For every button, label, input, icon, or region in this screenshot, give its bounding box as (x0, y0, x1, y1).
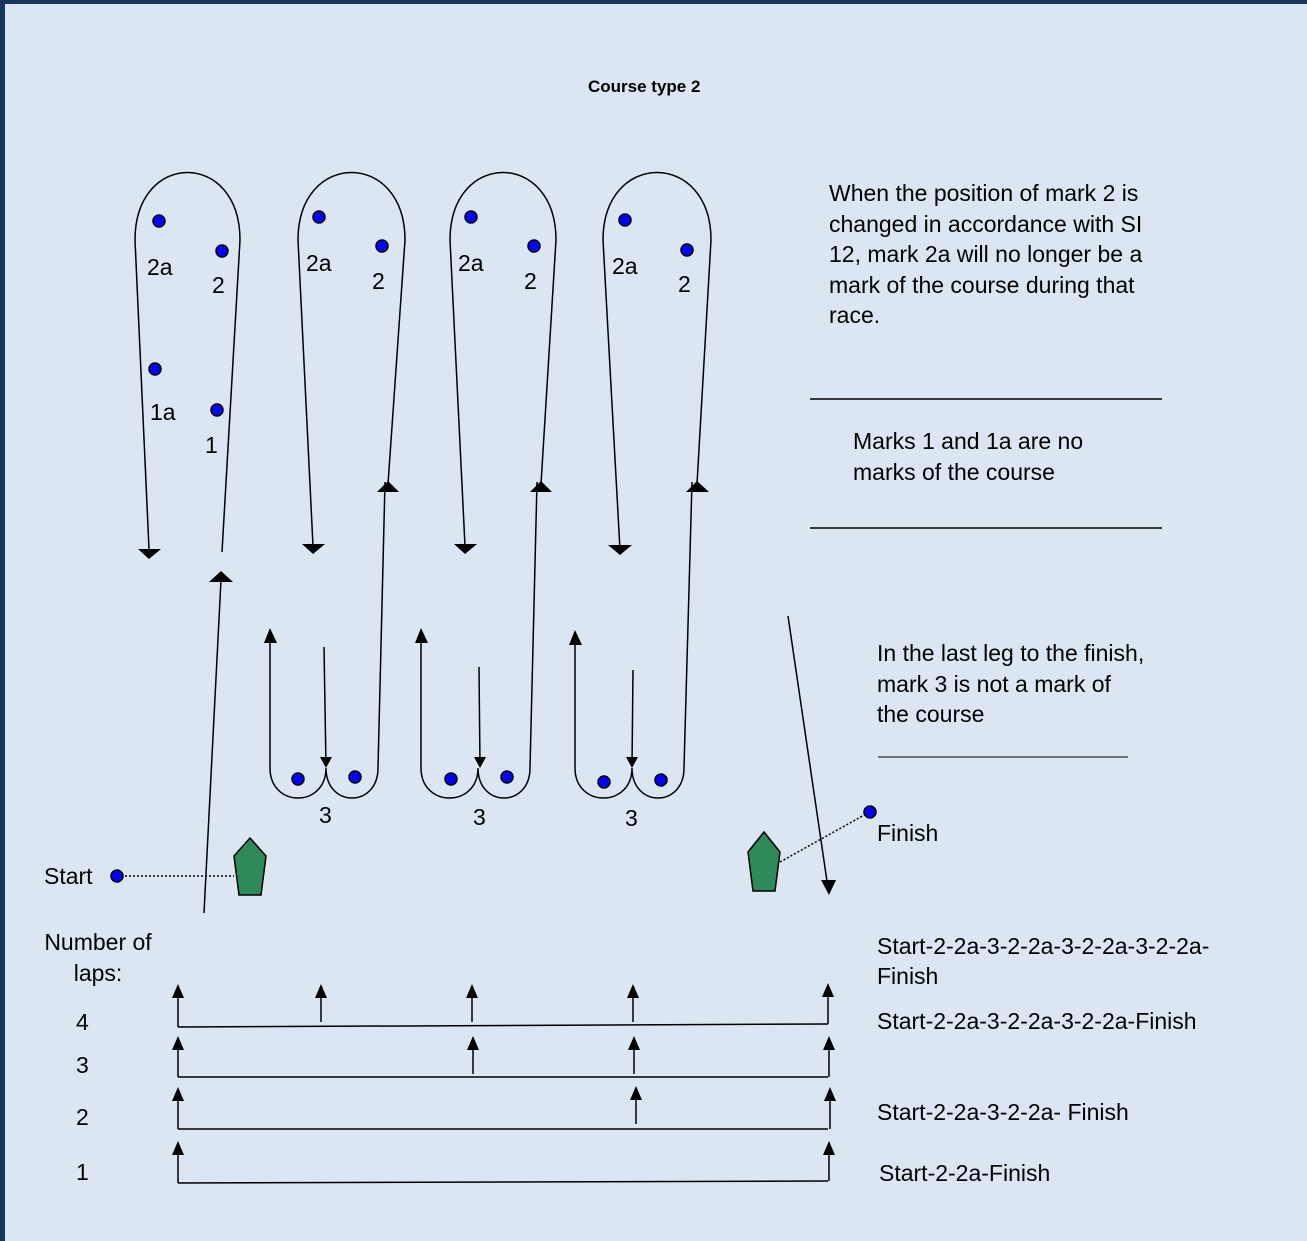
arrowhead (315, 984, 327, 998)
arrowhead (823, 1036, 835, 1050)
arrowheads (138, 481, 836, 1155)
gate-3-1-inbound (323, 646, 327, 767)
mark-label: 2a (612, 253, 638, 279)
gate-3-2-inbound (478, 666, 481, 767)
finish-leg (787, 615, 829, 889)
laps-number: 4 (76, 1009, 89, 1035)
arrowhead (824, 1087, 836, 1101)
arrowhead (628, 1036, 640, 1050)
arrowhead (172, 1141, 184, 1155)
laps-route: Start-2-2a-Finish (879, 1160, 1051, 1186)
arrowhead (454, 544, 477, 554)
laps-route: Start-2-2a-3-2-2a-3-2-2a-Finish (877, 1008, 1197, 1034)
mark-3-buoy (500, 770, 514, 784)
arrowhead (415, 628, 428, 643)
finish-line (779, 813, 867, 863)
laps-line-1 (177, 1180, 829, 1184)
finish-label: Finish (877, 820, 939, 846)
mark-3-buoy (291, 772, 305, 786)
note-marks-1: Marks 1 and 1a are no marks of the cours… (853, 428, 1084, 485)
start-committee-boat (233, 836, 267, 896)
mark-2-buoy (215, 244, 229, 258)
arrowhead (474, 757, 486, 768)
course-loop-1 (134, 171, 241, 553)
laps-number: 2 (76, 1104, 89, 1130)
course-loop-3 (449, 171, 557, 547)
arrowhead (822, 983, 834, 997)
laps-line-4 (177, 1023, 829, 1028)
arrowhead (466, 984, 478, 998)
mark-label: 2 (212, 272, 225, 298)
arrowhead (172, 984, 184, 998)
mark-1a-buoy (148, 362, 162, 376)
laps-number: 3 (76, 1052, 89, 1078)
mark-label: 2 (372, 268, 385, 294)
arrowhead (172, 1087, 184, 1101)
arrowhead (569, 630, 582, 645)
arrowhead (209, 571, 233, 582)
mark-2a-buoy (618, 213, 632, 227)
gate-3-3-inbound (631, 669, 634, 767)
mark-label: 2 (524, 268, 537, 294)
arrowhead (377, 481, 399, 492)
mark-label: 2a (147, 254, 173, 280)
arrowhead (686, 481, 709, 492)
mark-label: 2a (306, 250, 332, 276)
finish-committee-boat (747, 830, 781, 892)
arrowhead (138, 549, 161, 559)
mark-1-buoy (210, 403, 224, 417)
mark-2a-buoy (464, 210, 478, 224)
course-loop-4 (602, 171, 712, 551)
mark-2a-buoy (312, 210, 326, 224)
arrowhead (302, 544, 325, 554)
start-leg (203, 579, 222, 914)
mark-2-buoy (680, 243, 694, 257)
start-label: Start (44, 863, 93, 889)
arrowhead (608, 545, 632, 555)
start-pin-buoy (110, 869, 124, 883)
mark-label: 2a (458, 250, 484, 276)
gate-label: 3 (625, 805, 638, 831)
mark-label: 2 (678, 271, 691, 297)
gate-label: 3 (319, 802, 332, 828)
mark-3-buoy (348, 770, 362, 784)
arrowhead (467, 1036, 479, 1050)
arrowhead (627, 984, 639, 998)
mark-3-buoy (654, 773, 668, 787)
arrowhead (630, 1086, 642, 1100)
diagram-title: Course type 2 (588, 77, 701, 96)
mark-3-buoy (444, 772, 458, 786)
mark-label: 1a (150, 399, 176, 425)
laps-header: Number of laps: (44, 929, 152, 986)
note-mark-2: When the position of mark 2 is changed i… (829, 180, 1143, 328)
mark-2-buoy (375, 239, 389, 253)
mark-3-buoy (597, 775, 611, 789)
arrowhead (821, 880, 836, 895)
arrowhead (172, 1036, 184, 1050)
course-loop-2 (297, 171, 406, 547)
gate-3-2-line (420, 481, 538, 799)
arrowhead (320, 757, 332, 768)
gate-label: 3 (473, 804, 486, 830)
laps-route: Start-2-2a-3-2-2a-3-2-2a-3-2-2a-Finish (877, 933, 1210, 989)
arrowhead (823, 1141, 835, 1155)
finish-pin-buoy (863, 805, 877, 819)
arrowhead (530, 481, 552, 492)
mark-2-buoy (527, 239, 541, 253)
arrowhead (626, 757, 638, 768)
laps-number: 1 (76, 1159, 89, 1185)
note-last-leg: In the last leg to the finish, mark 3 is… (877, 640, 1145, 727)
mark-2a-buoy (152, 214, 166, 228)
arrowhead (264, 628, 277, 643)
mark-label: 1 (205, 432, 218, 458)
laps-route: Start-2-2a-3-2-2a- Finish (877, 1099, 1129, 1125)
gate-3-1-line (269, 481, 386, 799)
gate-3-3-line (574, 481, 693, 799)
